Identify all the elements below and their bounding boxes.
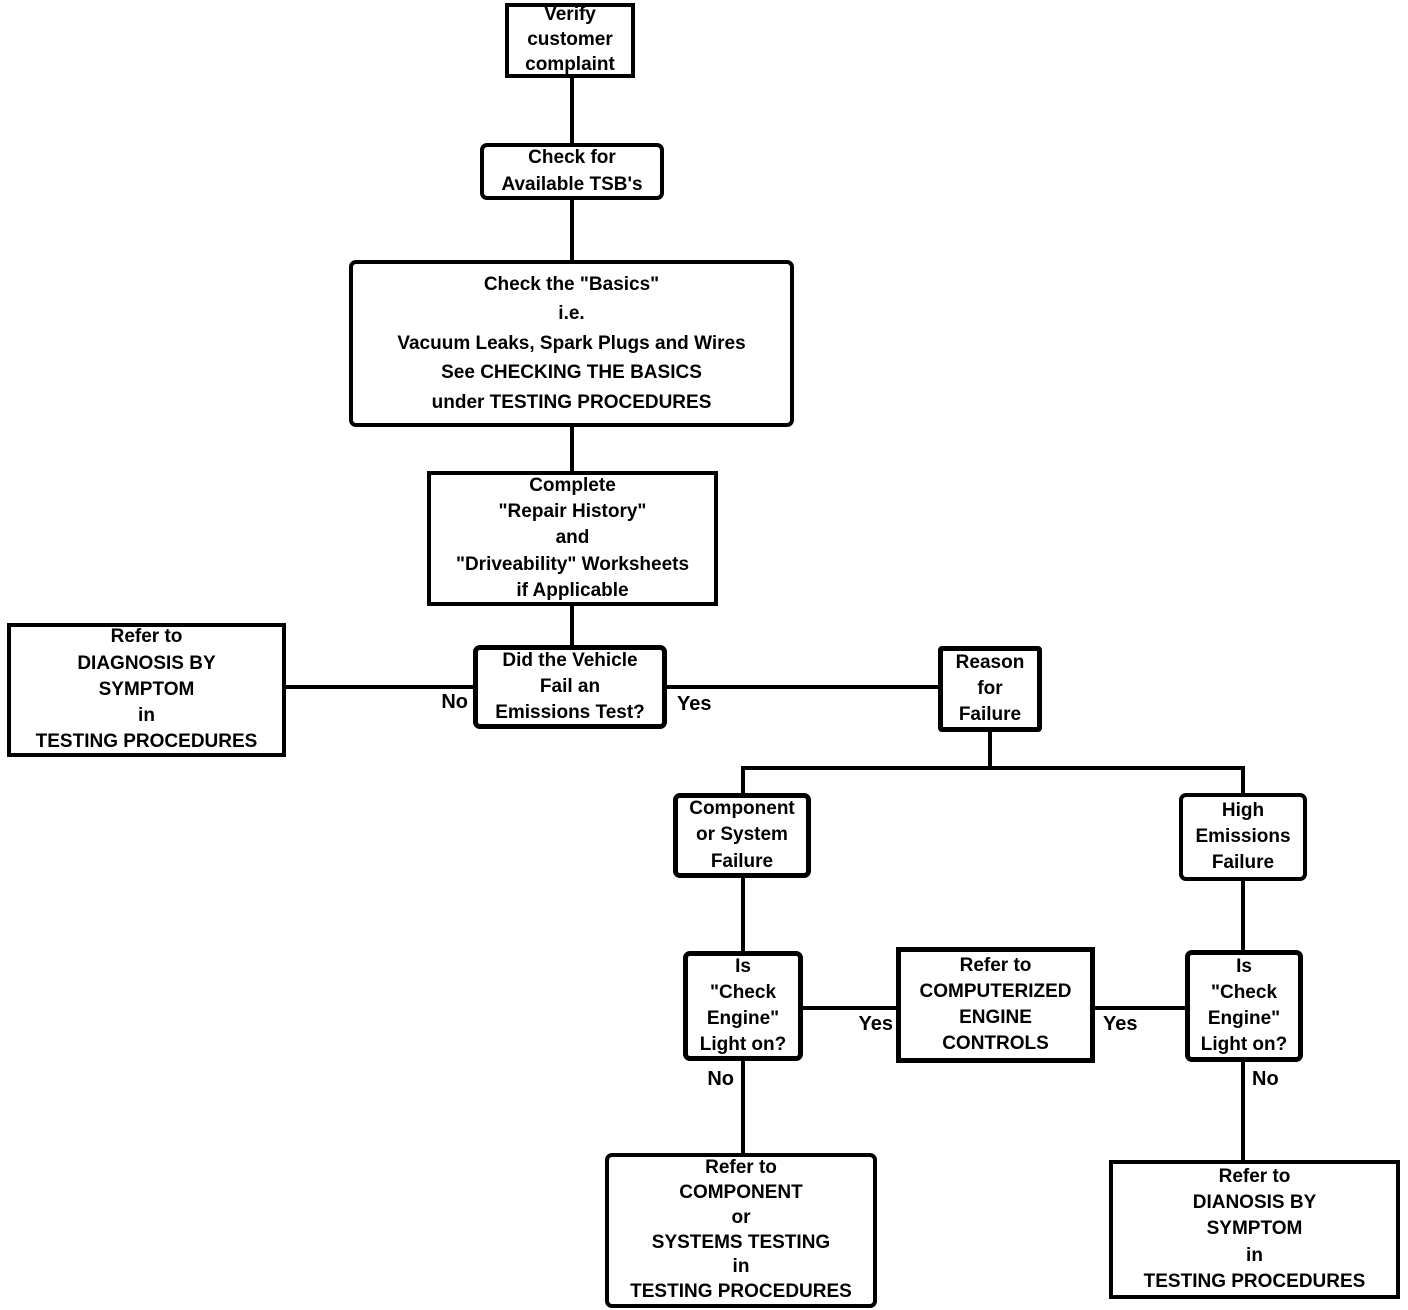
node-refer-dianosis-by-symptom: Refer to DIANOSIS BY SYMPTOM in TESTING … [1109,1160,1400,1299]
connector-branch-to-high-emissions [1241,766,1245,793]
connector-worksheets-to-emissions [570,606,574,646]
node-check-the-basics: Check the "Basics" i.e. Vacuum Leaks, Sp… [349,260,794,427]
edge-label-emissions-no: No [441,691,468,713]
node-check-engine-light-right: Is "Check Engine" Light on? [1185,950,1303,1062]
node-complete-worksheets: Complete "Repair History" and "Driveabil… [427,471,718,606]
node-refer-diagnosis-by-symptom: Refer to DIAGNOSIS BY SYMPTOM in TESTING… [7,623,286,757]
connector-basics-to-worksheets [570,427,574,471]
connector-tsb-to-basics [570,200,574,260]
connector-reason-branch [741,766,1245,770]
node-reason-for-failure: Reason for Failure [938,646,1042,732]
edge-label-emissions-yes: Yes [677,693,712,715]
connector-emissions-yes [667,685,938,689]
node-high-emissions-failure: High Emissions Failure [1179,793,1307,881]
edge-label-check-left-yes: Yes [858,1013,893,1035]
node-check-available-tsb: Check for Available TSB's [480,143,664,200]
connector-component-to-check-left [741,878,745,951]
connector-emissions-no [286,685,473,689]
connector-check-right-no [1241,1062,1245,1160]
node-refer-computerized-engine-controls: Refer to COMPUTERIZED ENGINE CONTROLS [896,947,1095,1063]
edge-label-check-right-yes: Yes [1103,1013,1138,1035]
node-did-vehicle-fail-emissions-test: Did the Vehicle Fail an Emissions Test? [473,645,667,729]
connector-check-right-yes [1095,1006,1185,1010]
connector-high-to-check-right [1241,881,1245,950]
node-refer-component-systems-testing: Refer to COMPONENT or SYSTEMS TESTING in… [605,1153,877,1308]
connector-check-left-yes [803,1006,896,1010]
connector-verify-to-tsb [570,78,574,145]
edge-label-check-right-no: No [1252,1068,1279,1090]
node-component-or-system-failure: Component or System Failure [673,793,811,878]
node-check-engine-light-left: Is "Check Engine" Light on? [683,951,803,1061]
connector-reason-down [988,732,992,768]
edge-label-check-left-no: No [707,1068,734,1090]
connector-check-left-no [741,1061,745,1153]
node-verify-customer-complaint: Verify customer complaint [505,3,635,78]
connector-branch-to-component [741,766,745,793]
